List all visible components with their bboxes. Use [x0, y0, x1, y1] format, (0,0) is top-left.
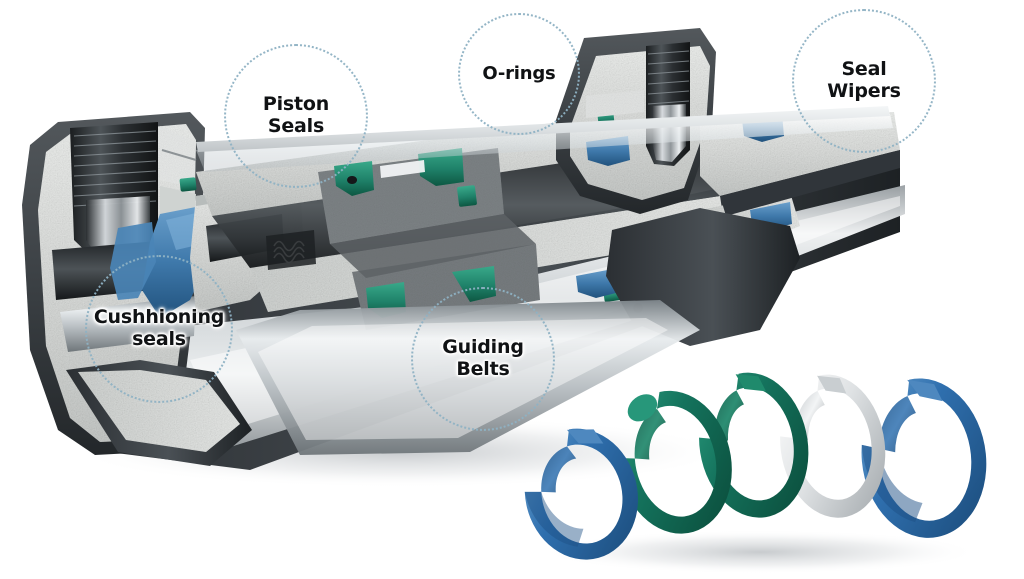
piston-nut-dot	[347, 176, 358, 184]
rod-end-dark-lip	[720, 150, 900, 216]
check-valve-pocket	[266, 230, 316, 270]
callout-cushhioning-seals[interactable]: Cushhioning seals	[85, 255, 233, 403]
barrel-glass-shell	[196, 114, 893, 172]
seal-ring-2	[618, 390, 732, 534]
cap-end-groove-line	[161, 149, 197, 161]
callout-ring-piston-seals	[224, 44, 368, 188]
seal-ring-shadow	[540, 530, 980, 574]
callout-o-rings[interactable]: O-rings	[458, 13, 580, 135]
o-ring-cap-face	[179, 177, 197, 192]
callout-guiding-belts[interactable]: Guiding Belts	[411, 287, 555, 431]
piston-core	[330, 214, 536, 278]
cap-end-step-a	[160, 126, 196, 188]
piston-assembly	[318, 148, 540, 330]
callout-seal-wipers[interactable]: Seal Wipers	[792, 9, 936, 153]
callout-ring-seal-wipers	[792, 9, 936, 153]
seal-ring-1	[524, 428, 638, 560]
cylinder-assembly	[22, 28, 905, 470]
gland-step	[586, 90, 644, 118]
callout-ring-guiding-belts	[411, 287, 555, 431]
piston-seal-green-3	[457, 185, 477, 207]
callout-ring-cushhioning-seals	[85, 255, 233, 403]
callout-piston-seals[interactable]: Piston Seals	[224, 44, 368, 188]
guiding-belt-band	[380, 160, 425, 178]
seal-ring-row	[524, 372, 987, 574]
rod-port-thread-lines	[647, 50, 690, 105]
callout-ring-o-rings	[458, 13, 580, 135]
